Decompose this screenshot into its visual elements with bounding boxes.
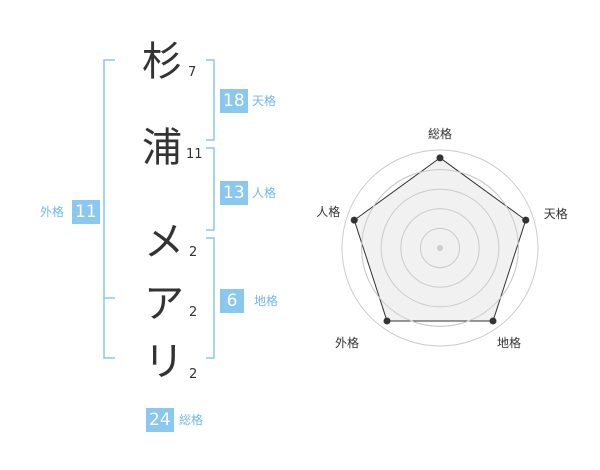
radar-inner-ring-2 [400,208,480,288]
chikaku-bracket [206,237,215,359]
radar-point-3 [489,317,497,325]
radar-point-1 [436,154,444,162]
name-char-3: メ [144,219,184,265]
name-char-5: リ [144,339,184,385]
stroke-count-2: 11 [186,147,203,162]
jinkaku-label: 人格 [252,186,277,200]
radar-point-4 [383,317,391,325]
radar-axis-label-2: 天格 [543,207,568,222]
stroke-count-4: 2 [189,305,198,320]
radar-axis-label-5: 人格 [316,205,341,220]
radar-point-5 [350,216,358,224]
jinkaku-value-badge: 13 [220,181,248,205]
chikaku-label: 地格 [254,294,279,308]
radar-axis-label-3: 地格 [496,335,521,350]
stroke-count-3: 2 [189,245,198,260]
gaikaku-label: 外格 [40,205,65,219]
soukaku-label: 総格 [179,413,204,427]
name-char-4: ア [144,281,184,327]
tenkaku-value-badge: 18 [220,89,248,113]
radar-center-dot [437,245,443,251]
outer-bracket [103,59,115,359]
radar-point-2 [522,216,530,224]
gaikaku-value-badge: 11 [72,200,100,224]
jinkaku-bracket [206,147,215,231]
radar-value-polygon [353,157,527,322]
radar-inner-ring-3 [380,188,500,308]
radar-axis-label-1: 総格 [428,126,453,141]
tenkaku-bracket [206,59,215,141]
stroke-count-1: 7 [188,65,197,80]
radar-axis-label-4: 外格 [335,335,360,350]
radar-inner-ring-4 [361,169,519,327]
soukaku-value-badge: 24 [146,408,174,432]
tenkaku-label: 天格 [252,94,277,108]
radar-inner-ring-1 [419,227,461,269]
name-char-2: 浦 [142,125,182,171]
name-char-1: 杉 [142,39,182,85]
stroke-count-5: 2 [189,367,198,382]
chikaku-value-badge: 6 [220,289,244,313]
